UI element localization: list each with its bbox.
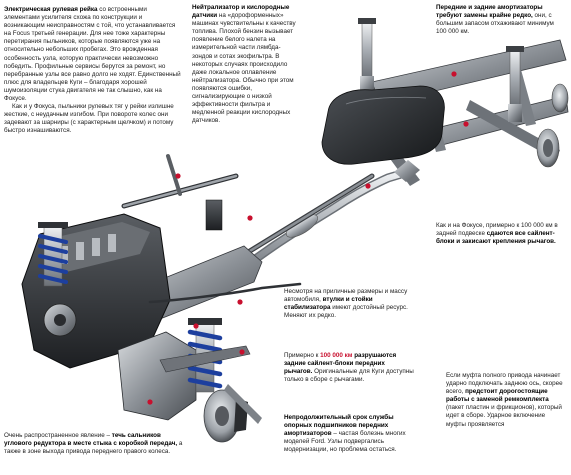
callout-steering-body: со встроенными элементами усилителя схож… [4, 6, 181, 103]
callout-strut-bearings: Непродолжительный срок службы опорных по… [284, 414, 416, 454]
callout-joint-lead: предстоит дорогостоящие работы с заменой… [446, 388, 549, 404]
callout-gearbox-body2: а также в зоне выхода привода переднего … [4, 440, 183, 456]
callout-front-blocks-body: Примерно к [284, 352, 321, 359]
callout-stabilizer: Несмотря на приличные размеры и массу ав… [284, 288, 412, 320]
callout-gearbox-seals: Очень распространенное явление – течь са… [4, 432, 188, 456]
rear-brake-discs [536, 83, 569, 168]
front-strut-left [38, 222, 68, 287]
steering-rack [121, 154, 239, 231]
callout-oxygen-lead: Нейтрализатор и кислородные датчики [192, 4, 290, 20]
callout-rear-blocks-lead: сдаются все сайлент-блоки и закисают кре… [436, 230, 556, 246]
rear-shock-left [358, 18, 376, 94]
callout-steering-lead: Электрическая рулевая рейка [4, 6, 98, 13]
callout-stabilizer-body: Несмотря на приличные размеры и массу ав… [284, 288, 408, 304]
rear-shock-right [506, 46, 524, 122]
fuel-tank [321, 85, 445, 165]
callout-shocks-body: они, с большим запасом отхаживают миниму… [436, 12, 554, 36]
callout-rear-silent-blocks: Как и на Фокусе, примерно к 100 000 км в… [436, 222, 564, 246]
callout-oxygen-body: на «дороформенных» машинах чувствительны… [192, 12, 296, 125]
callout-joint-body2: (пакет пластин и фрикционов), который ид… [446, 404, 562, 428]
callout-awd-coupling: Если муфта полного привода начинает удар… [446, 372, 566, 429]
callout-steering-rack: Электрическая рулевая рейка со встроенны… [4, 6, 182, 136]
gearbox [117, 331, 197, 421]
callout-front-blocks-lead: разрушаются задние сайлент-блоки передни… [284, 352, 397, 376]
callout-oxygen-sensors: Нейтрализатор и кислородные датчики на «… [192, 4, 298, 125]
callout-front-silent-blocks: Примерно к 100 000 км разрушаются задние… [284, 352, 414, 384]
callout-bearings-lead: Непродолжительный срок службы опорных по… [284, 414, 394, 438]
callout-gearbox-lead: течь сальников углового редуктора в мест… [4, 432, 178, 448]
callout-rear-blocks-body: Как и на Фокусе, примерно к 100 000 км в… [436, 222, 558, 238]
callout-joint-body: Если муфта полного привода начинает удар… [446, 372, 563, 396]
callout-shocks-lead: Передние и задние амортизаторы требуют з… [436, 4, 543, 20]
front-brake-disc [203, 384, 262, 443]
callout-bearings-body: – частая болезнь многих моделей Ford. Уз… [284, 430, 406, 454]
stabilizer-bar [148, 282, 302, 304]
front-lower-arm [159, 345, 251, 373]
callout-front-blocks-body2: Оригинальные для Куги доступны только в … [284, 368, 414, 384]
callout-front-blocks-num: 100 000 км [320, 352, 353, 359]
callout-stabilizer-body2: имеют достойный ресурс. Меняют их редко. [284, 304, 408, 320]
drive-shaft [229, 173, 375, 265]
callout-stabilizer-lead: втулки и стойки стабилизатора [284, 296, 373, 312]
callout-shock-absorbers: Передние и задние амортизаторы требуют з… [436, 4, 564, 36]
callout-steering-body2: Как и у Фокуса, пыльники рулевых тяг у р… [4, 103, 174, 135]
callout-gearbox-body: Очень распространенное явление – [4, 432, 112, 439]
